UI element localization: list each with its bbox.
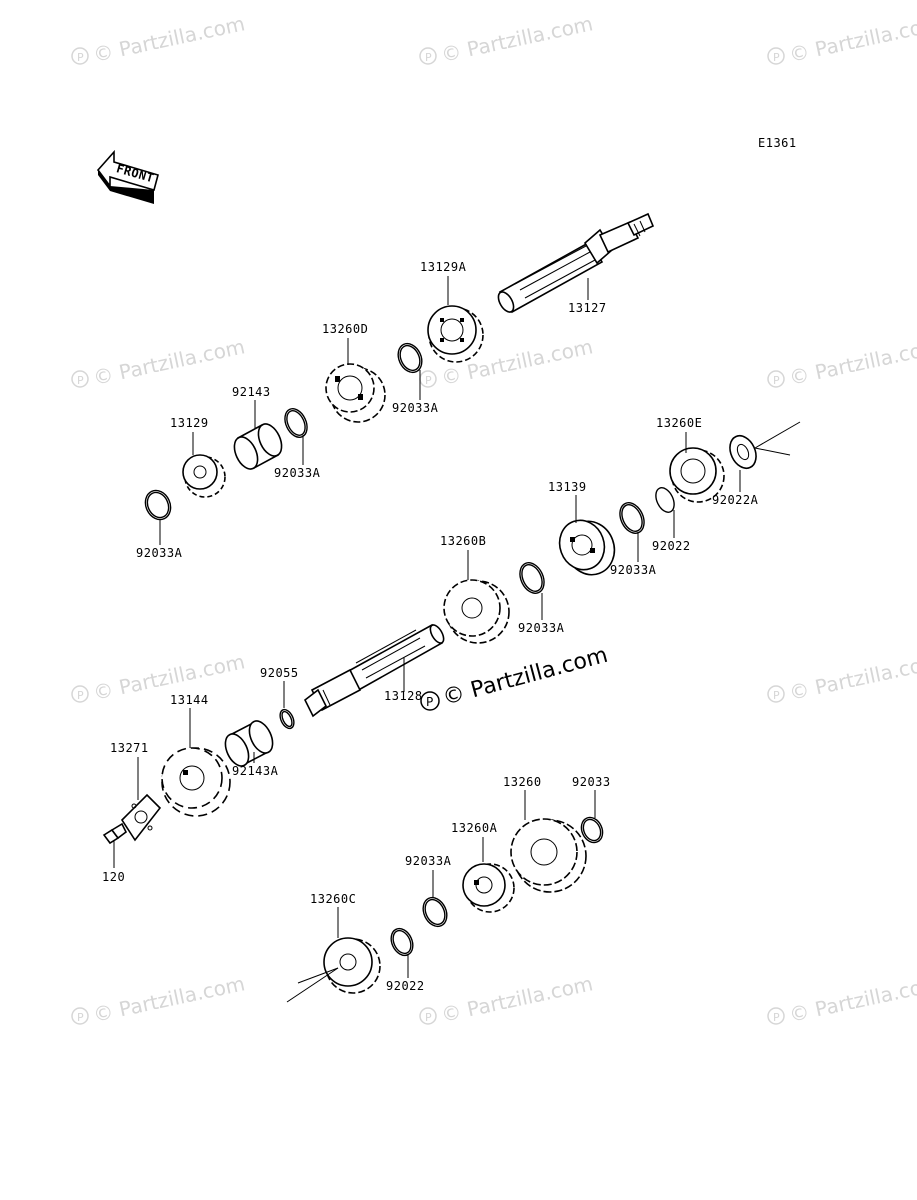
watermark: © Partzilla.com bbox=[767, 334, 917, 390]
part-label[interactable]: 13260 bbox=[503, 775, 542, 789]
washer-92022-a bbox=[655, 487, 675, 513]
part-label[interactable]: 13260B bbox=[440, 534, 486, 548]
part-label[interactable]: 92033A bbox=[518, 621, 565, 635]
svg-text:© Partzilla.com: © Partzilla.com bbox=[787, 649, 917, 705]
sprocket-13144 bbox=[161, 747, 231, 817]
gear-13260B bbox=[443, 579, 510, 644]
plate-13271 bbox=[120, 793, 162, 842]
bushing-92143 bbox=[233, 423, 283, 470]
part-label[interactable]: 13128 bbox=[384, 689, 423, 703]
part-label[interactable]: 13139 bbox=[548, 480, 587, 494]
part-label[interactable]: 92022 bbox=[386, 979, 425, 993]
svg-text:© Partzilla.com: © Partzilla.com bbox=[439, 971, 595, 1027]
leader-lines bbox=[113, 276, 741, 978]
part-label[interactable]: 92022 bbox=[652, 539, 691, 553]
bolt-120 bbox=[102, 822, 128, 845]
circlip-92033A-a bbox=[397, 342, 423, 374]
circlip-92033A-f bbox=[422, 896, 448, 928]
svg-text:© Partzilla.com: © Partzilla.com bbox=[440, 643, 610, 711]
watermark: © Partzilla.com bbox=[71, 334, 247, 390]
gear-13139 bbox=[558, 519, 616, 576]
part-label[interactable]: 13129A bbox=[420, 260, 467, 274]
washer-92022A bbox=[729, 421, 801, 470]
circlip-92033A-d bbox=[619, 502, 645, 534]
watermark: © Partzilla.com bbox=[767, 971, 917, 1027]
part-label[interactable]: 13260D bbox=[322, 322, 368, 336]
watermark: © Partzilla.com bbox=[71, 649, 247, 705]
part-label[interactable]: 13144 bbox=[170, 693, 209, 707]
gear-13260 bbox=[510, 818, 587, 893]
svg-text:P: P bbox=[426, 695, 433, 709]
gear-13260A bbox=[462, 863, 515, 913]
part-label[interactable]: 92022A bbox=[712, 493, 759, 507]
circlip-92033A-c bbox=[144, 489, 172, 521]
front-arrow-icon: FRONT bbox=[96, 149, 159, 204]
watermark: © Partzilla.com bbox=[767, 649, 917, 705]
watermark: © Partzilla.com bbox=[71, 971, 247, 1027]
part-label[interactable]: 92143 bbox=[232, 385, 271, 399]
part-label[interactable]: 92033A bbox=[405, 854, 452, 868]
circlip-92033A-b bbox=[284, 408, 308, 438]
part-label[interactable]: 92143A bbox=[232, 764, 279, 778]
washer-92022-b bbox=[390, 927, 414, 957]
svg-text:© Partzilla.com: © Partzilla.com bbox=[787, 971, 917, 1027]
bushing-92143A bbox=[224, 720, 274, 767]
watermark: © Partzilla.com bbox=[767, 11, 917, 67]
gear-13129 bbox=[182, 454, 226, 498]
part-label[interactable]: 92033A bbox=[274, 466, 321, 480]
watermark: © Partzilla.com bbox=[419, 971, 595, 1027]
watermark: © Partzilla.com bbox=[71, 11, 247, 67]
part-label[interactable]: 92033A bbox=[392, 401, 439, 415]
gear-13260C bbox=[286, 937, 381, 1003]
svg-text:© Partzilla.com: © Partzilla.com bbox=[91, 334, 247, 390]
part-label[interactable]: 13260A bbox=[451, 821, 498, 835]
part-label[interactable]: 13260C bbox=[310, 892, 356, 906]
diagram-code: E1361 bbox=[758, 136, 797, 150]
part-labels: 13129A 13127 13260D 92143 13129 92033A 9… bbox=[102, 260, 759, 993]
part-label[interactable]: 13127 bbox=[568, 301, 607, 315]
gear-13260D bbox=[325, 363, 386, 423]
o-ring-92055 bbox=[279, 708, 295, 730]
center-watermark: P © Partzilla.com bbox=[420, 643, 611, 711]
part-label[interactable]: 13271 bbox=[110, 741, 149, 755]
svg-text:© Partzilla.com: © Partzilla.com bbox=[439, 11, 595, 67]
shaft-13127 bbox=[497, 212, 655, 314]
svg-text:© Partzilla.com: © Partzilla.com bbox=[91, 971, 247, 1027]
part-label[interactable]: 13129 bbox=[170, 416, 209, 430]
svg-text:© Partzilla.com: © Partzilla.com bbox=[787, 334, 917, 390]
gear-13260E bbox=[669, 447, 725, 503]
svg-text:© Partzilla.com: © Partzilla.com bbox=[91, 11, 247, 67]
gear-13129A bbox=[427, 305, 484, 363]
watermark: © Partzilla.com bbox=[419, 11, 595, 67]
circlip-92033 bbox=[580, 816, 604, 844]
part-label[interactable]: 92033 bbox=[572, 775, 611, 789]
part-label[interactable]: 120 bbox=[102, 870, 125, 884]
part-label[interactable]: 13260E bbox=[656, 416, 702, 430]
part-label[interactable]: 92055 bbox=[260, 666, 299, 680]
shaft-13128 bbox=[303, 623, 445, 718]
svg-text:© Partzilla.com: © Partzilla.com bbox=[787, 11, 917, 67]
part-label[interactable]: 92033A bbox=[610, 563, 657, 577]
part-label[interactable]: 92033A bbox=[136, 546, 183, 560]
circlip-92033A-e bbox=[519, 562, 545, 594]
